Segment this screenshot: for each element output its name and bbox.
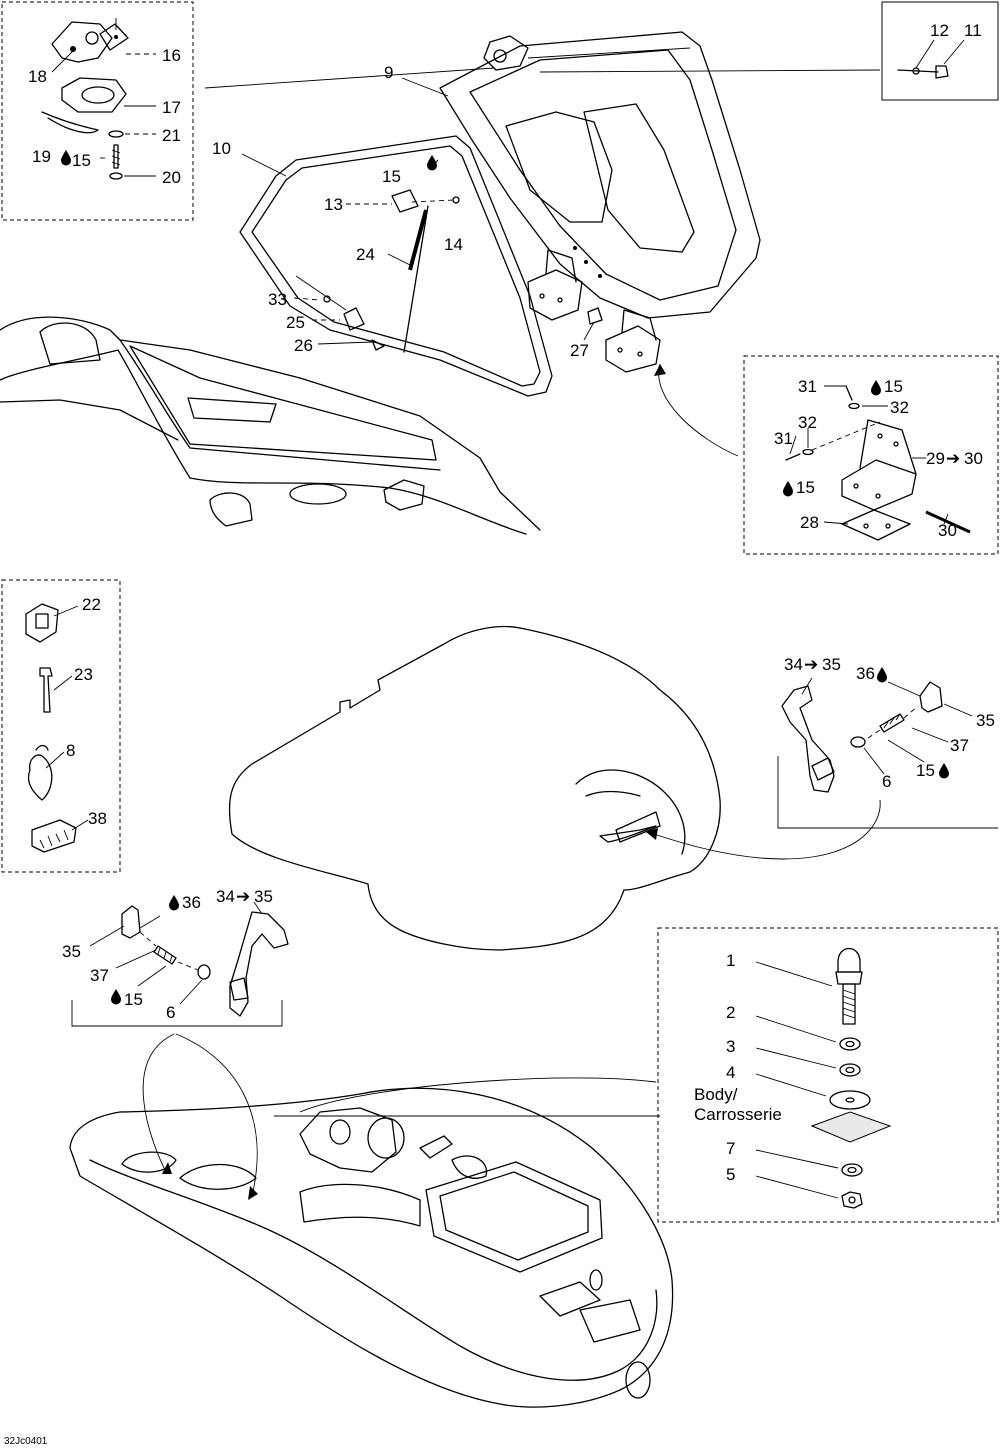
- callout-14: 14: [444, 235, 463, 254]
- callout-4: 4: [726, 1063, 735, 1082]
- callout-7: 7: [726, 1139, 735, 1158]
- callout-2: 2: [726, 1003, 735, 1022]
- callout-33: 33: [268, 290, 287, 309]
- loctite-drop-icon: [111, 989, 121, 1005]
- callout-27: 27: [570, 341, 589, 360]
- arrow-symbol: ➔: [946, 449, 960, 468]
- callout-17: 17: [162, 98, 181, 117]
- callout-9: 9: [384, 63, 393, 82]
- boat-hull: [69, 1033, 674, 1408]
- callout-24: 24: [356, 245, 375, 264]
- callout-37: 37: [950, 736, 969, 755]
- fastener-stack-box: [657, 927, 999, 1223]
- loctite-drop-icon: [783, 481, 793, 497]
- callout-28: 28: [800, 513, 819, 532]
- callout-26: 26: [294, 336, 313, 355]
- carrosserie-label: Carrosserie: [694, 1105, 782, 1124]
- latch-detail-box: [1, 1, 194, 221]
- callout-10: 10: [212, 139, 231, 158]
- fasteners-detail-box: [1, 579, 121, 873]
- callout-15: 15: [916, 761, 935, 780]
- callout-5: 5: [726, 1165, 735, 1184]
- callout-30: 30: [964, 449, 983, 468]
- callout-35: 35: [254, 887, 273, 906]
- loctite-drop-icon: [427, 155, 437, 171]
- callout-25: 25: [286, 313, 305, 332]
- seat-cushion: [228, 625, 721, 951]
- callout-16: 16: [162, 46, 181, 65]
- callout-18: 18: [28, 67, 47, 86]
- callout-15: 15: [124, 990, 143, 1009]
- callout-11: 11: [964, 21, 982, 40]
- right-grab-handle-group: [646, 677, 998, 860]
- callout-31: 31: [798, 377, 817, 396]
- callout-1: 1: [726, 951, 735, 970]
- arrow-symbol: ➔: [804, 655, 818, 674]
- callout-34: 34: [216, 887, 235, 906]
- callout-12: 12: [930, 21, 949, 40]
- callout-6: 6: [166, 1003, 175, 1022]
- callout-38: 38: [88, 809, 107, 828]
- callout-31: 31: [774, 429, 793, 448]
- callout-8: 8: [66, 741, 75, 760]
- callout-15: 15: [884, 377, 903, 396]
- callout-15: 15: [796, 478, 815, 497]
- callout-37: 37: [90, 966, 109, 985]
- callout-6: 6: [882, 772, 891, 791]
- callout-labels: 16 18 17 21 19 15 20 12 11 9 10 15 13 14…: [4, 21, 995, 1447]
- callout-32: 32: [890, 398, 909, 417]
- callout-19: 19: [32, 147, 51, 166]
- gas-strut: [295, 189, 460, 353]
- frame-leaders: [204, 67, 881, 345]
- callout-21: 21: [162, 126, 181, 145]
- callout-20: 20: [162, 168, 181, 187]
- callout-36: 36: [856, 664, 875, 683]
- storage-lid: [439, 31, 761, 319]
- body-label: Body/: [694, 1085, 738, 1104]
- callout-35: 35: [822, 655, 841, 674]
- loctite-drop-icon: [169, 895, 179, 911]
- callout-35: 35: [976, 711, 995, 730]
- loctite-drop-icon: [61, 150, 71, 166]
- left-grab-handle-group: [71, 901, 289, 1027]
- callout-15: 15: [72, 151, 91, 170]
- callout-36: 36: [182, 893, 201, 912]
- console-deck: [0, 316, 541, 535]
- hinge-pin-detail-box: [881, 1, 999, 101]
- callout-23: 23: [74, 665, 93, 684]
- callout-15: 15: [382, 167, 401, 186]
- callout-34: 34: [784, 655, 803, 674]
- hinge-detail-box: [654, 355, 999, 555]
- arrow-symbol: ➔: [236, 887, 250, 906]
- callout-29: 29: [926, 449, 945, 468]
- hinge: [527, 249, 661, 373]
- callout-32: 32: [798, 413, 817, 432]
- figure-code: 32Jc0401: [4, 1436, 48, 1447]
- loctite-drop-icon: [871, 380, 881, 396]
- callout-13: 13: [324, 195, 343, 214]
- loctite-drop-icon: [877, 667, 887, 683]
- loctite-drop-icon: [939, 763, 949, 779]
- callout-35: 35: [62, 942, 81, 961]
- callout-30: 30: [938, 521, 957, 540]
- callout-3: 3: [726, 1037, 735, 1056]
- callout-22: 22: [82, 595, 101, 614]
